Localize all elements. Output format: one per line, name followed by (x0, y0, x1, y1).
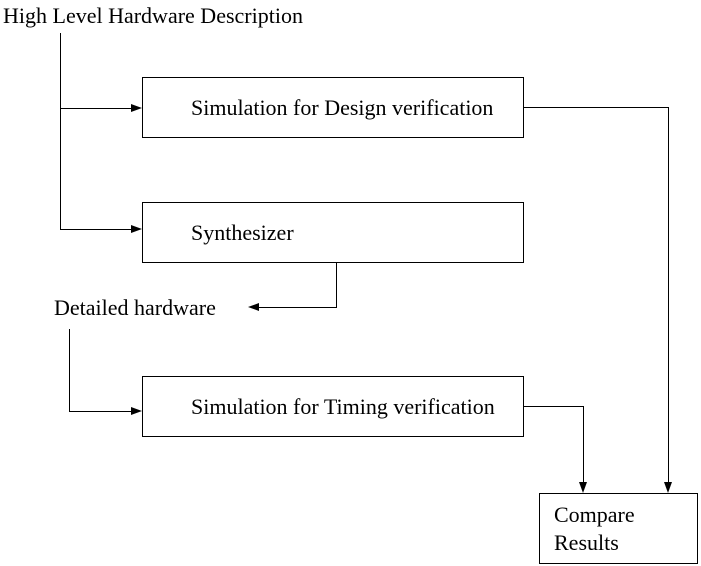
edge-design-sim-drop (668, 107, 669, 482)
arrowhead-into-synthesizer (131, 225, 142, 233)
edge-timing-sim-right (523, 406, 584, 407)
label-high-level-hardware-description: High Level Hardware Description (3, 3, 303, 28)
node-label: Compare Results (554, 501, 635, 555)
arrowhead-into-detailed-hw (248, 303, 259, 311)
node-simulation-timing-verification: Simulation for Timing verification (142, 376, 524, 437)
edge-synthesizer-to-detailed-hw (258, 307, 337, 308)
edge-timing-sim-drop (583, 406, 584, 482)
node-synthesizer: Synthesizer (142, 202, 524, 263)
arrowhead-into-timing-sim (131, 407, 142, 415)
arrowhead-design-sim-into-compare (664, 482, 672, 493)
node-label: Synthesizer (191, 219, 294, 245)
node-compare-results: Compare Results (539, 493, 698, 564)
edge-title-stem (60, 33, 61, 229)
arrowhead-into-design-sim (131, 104, 142, 112)
edge-title-to-synthesizer (60, 229, 132, 230)
node-label: Simulation for Design verification (191, 94, 494, 120)
label-detailed-hardware: Detailed hardware (54, 295, 216, 320)
edge-synthesizer-drop (336, 263, 337, 307)
node-simulation-design-verification: Simulation for Design verification (142, 77, 524, 138)
edge-detailed-hw-drop (69, 329, 70, 412)
arrowhead-timing-sim-into-compare (579, 482, 587, 493)
edge-design-sim-right (523, 107, 669, 108)
edge-title-to-design-sim (60, 108, 132, 109)
edge-detailed-hw-to-timing-sim (69, 411, 132, 412)
node-label: Simulation for Timing verification (191, 393, 495, 419)
